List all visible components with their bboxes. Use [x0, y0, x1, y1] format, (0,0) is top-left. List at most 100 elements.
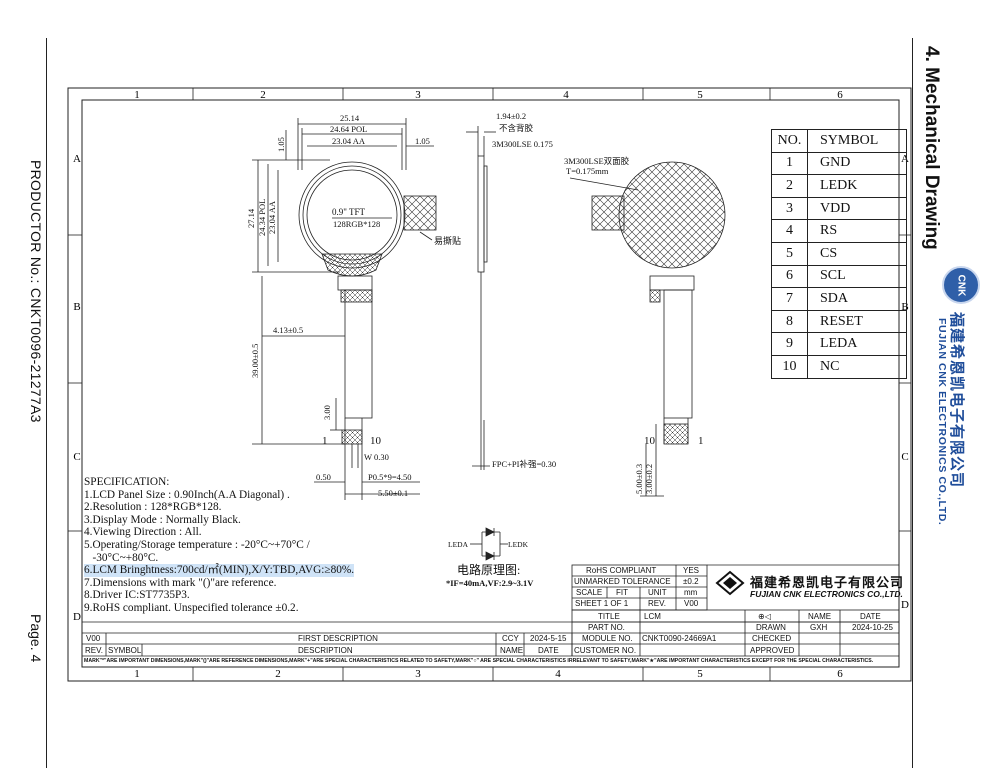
- pin-symbol: GND: [807, 151, 907, 176]
- pin-symbol: NC: [807, 354, 907, 379]
- back-view: [569, 161, 726, 497]
- title-block-lines: [82, 564, 900, 657]
- side-tape: 3M300LSE 0.175: [492, 139, 553, 149]
- spec-line: 3.Display Mode : Normally Black.: [84, 513, 241, 526]
- dim-aa: 23.04 AA: [332, 136, 366, 146]
- pin-no: 2: [771, 174, 808, 198]
- tb-rev-val: V00: [684, 599, 699, 608]
- tb-title-value: LCM: [644, 612, 661, 621]
- pin-no: 6: [771, 264, 808, 289]
- grid-col-2-top: 2: [260, 89, 266, 101]
- pin-header-no: NO.: [771, 129, 808, 153]
- tb-checked: CHECKED: [752, 634, 792, 643]
- tb-customer-no: CUSTOMER NO.: [574, 646, 637, 655]
- pin-symbol: SDA: [807, 287, 907, 311]
- right-margin-line: [912, 38, 913, 768]
- pin-header-symbol: SYMBOL: [807, 129, 907, 153]
- pin-symbol: LEDA: [807, 332, 907, 356]
- grid-row-c-left: C: [73, 451, 80, 463]
- pin-symbol: CS: [807, 241, 907, 266]
- pin-no: 1: [771, 151, 808, 176]
- grid-col-5-bottom: 5: [697, 668, 703, 680]
- pin-symbol: RESET: [807, 309, 907, 334]
- outer-frame: [67, 87, 912, 682]
- grid-col-2-bottom: 2: [275, 668, 281, 680]
- grid-col-3-bottom: 3: [415, 668, 421, 680]
- grid-row-d-right: D: [901, 599, 909, 611]
- pin-no: 8: [771, 309, 808, 334]
- back-dim-500: 5.00±0.3: [634, 464, 644, 494]
- grid-col-6-bottom: 6: [837, 668, 843, 680]
- dim-pol: 24.64 POL: [330, 124, 367, 134]
- pin-no: 10: [771, 354, 808, 379]
- tb-tolerance: UNMARKED TOLERANCE: [574, 577, 671, 586]
- tb-part-no: PART NO.: [588, 623, 625, 632]
- pin-1-label: 1: [322, 435, 328, 447]
- tb-first-description: FIRST DESCRIPTION: [298, 634, 378, 643]
- spec-line: 9.RoHS compliant. Unspecified tolerance …: [84, 601, 299, 614]
- tb-tolerance-val: ±0.2: [683, 577, 699, 586]
- pin-symbol: RS: [807, 219, 907, 243]
- circuit-spec: *IF=40mA,VF:2.9~3.1V: [446, 578, 534, 588]
- front-view: [252, 118, 437, 500]
- circuit-diagram: [470, 527, 508, 561]
- grid-col-4-top: 4: [563, 89, 569, 101]
- tb-footnote: MARK"*"ARE IMPORTANT DIMENSIONS,MARK"()"…: [84, 658, 874, 664]
- company-logo: CNK: [942, 266, 980, 304]
- inner-frame: [81, 99, 900, 668]
- grid-col-6-top: 6: [837, 89, 843, 101]
- pin-no: 3: [771, 196, 808, 221]
- title-block-logo: [715, 570, 745, 596]
- tb-sheet: SHEET 1 OF 1: [575, 599, 629, 608]
- spec-line: 8.Driver IC:ST7735P3.: [84, 589, 190, 602]
- tb-col-description: DESCRIPTION: [298, 646, 353, 655]
- grid-col-4-bottom: 4: [555, 668, 561, 680]
- dim-pol-v: 24.34 POL: [257, 199, 267, 236]
- tb-drawn-name: GXH: [810, 623, 828, 632]
- pin-no: 7: [771, 287, 808, 311]
- spec-title: SPECIFICATION:: [84, 476, 170, 488]
- tb-rohs-val: YES: [683, 566, 700, 575]
- spec-line: 7.Dimensions with mark "()"are reference…: [84, 576, 277, 589]
- grid-row-b-left: B: [73, 301, 80, 313]
- tb-rohs: RoHS COMPLIANT: [586, 566, 657, 575]
- tb-col-rev: REV.: [85, 646, 103, 655]
- pin-symbol: VDD: [807, 196, 907, 221]
- grid-col-1-bottom: 1: [134, 668, 140, 680]
- dim-300: 3.00: [322, 405, 332, 420]
- dim-550: 5.50±0.1: [378, 488, 408, 498]
- tb-drawn: DRAWN: [756, 623, 786, 632]
- circuit-leda: LEDA: [448, 540, 469, 549]
- side-view: [466, 126, 496, 470]
- pin-10-label: 10: [370, 435, 382, 447]
- tb-revision-mark-icon: ⊕◁: [758, 612, 771, 621]
- pin-symbol: SCL: [807, 264, 907, 289]
- dim-fpc-length: 39.00±0.5: [250, 344, 260, 378]
- back-view-text: 3M300LSE双面胶 T=0.175mm 10 1 5.00±0.3 3.00…: [564, 156, 704, 494]
- spec-line: 1.LCD Panel Size : 0.90Inch(A.A Diagonal…: [84, 488, 290, 501]
- spec-line-highlighted[interactable]: 6.LCM Bringhtness:700cd/㎡(MIN),X/Y:TBD,A…: [84, 564, 355, 577]
- pull-tab-label: 易撕贴: [434, 235, 461, 246]
- dim-height: 27.14: [246, 208, 256, 228]
- grid-col-1-top: 1: [134, 89, 140, 101]
- tb-col-symbol: SYMBOL: [108, 646, 142, 655]
- dim-width: 25.14: [340, 113, 360, 123]
- grid-col-3-top: 3: [415, 89, 421, 101]
- pin-table-header: NO. SYMBOL: [771, 129, 907, 153]
- specification-block: SPECIFICATION: 1.LCD Panel Size : 0.90In…: [84, 476, 355, 615]
- tb-ccy: CCY: [502, 634, 519, 643]
- dim-aa-v: 23.04 AA: [267, 200, 277, 234]
- tb-company-cn: 福建希恩凯电子有限公司: [750, 575, 905, 590]
- pin-no: 9: [771, 332, 808, 356]
- back-tape-thickness: T=0.175mm: [566, 166, 609, 176]
- tb-ccy-date: 2024-5-15: [530, 634, 567, 643]
- side-view-text: 1.94±0.2 不含背胶 3M300LSE 0.175 FPC+PI补强=0.…: [492, 111, 556, 469]
- tb-unit: UNIT: [648, 588, 667, 597]
